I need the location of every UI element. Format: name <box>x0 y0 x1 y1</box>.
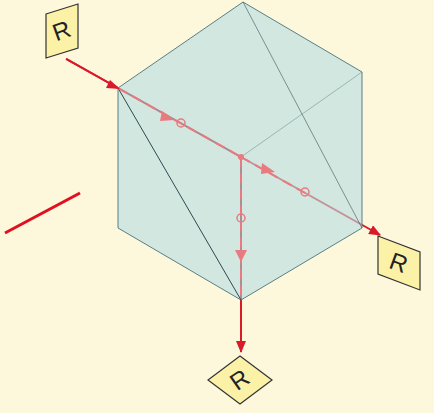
image-card: R <box>206 354 274 406</box>
image-letter: R <box>226 365 254 395</box>
cube-edge <box>241 157 242 300</box>
beam-inside <box>241 157 305 193</box>
card-outline <box>378 236 420 290</box>
arrowhead <box>106 80 120 89</box>
splitter-diagonal <box>118 88 241 300</box>
image-letter: R <box>387 249 412 277</box>
arrowhead <box>261 163 275 174</box>
card-outline <box>46 4 78 58</box>
image-card: R <box>44 4 80 58</box>
polarization-mark <box>177 119 185 127</box>
arrowhead <box>160 111 174 121</box>
splitter-diagonal <box>243 2 362 228</box>
polarization-mark <box>237 214 245 222</box>
beam-inside <box>240 157 242 300</box>
red-line <box>5 193 80 233</box>
image-card: R <box>376 236 422 290</box>
split-point <box>238 154 244 160</box>
arrowhead <box>235 250 247 262</box>
polarization-mark <box>301 188 309 196</box>
cube-edge <box>118 72 362 157</box>
image-letter: R <box>50 17 75 45</box>
cube-outline <box>118 2 362 300</box>
card-outline <box>208 356 272 404</box>
beam-inside <box>118 88 241 157</box>
